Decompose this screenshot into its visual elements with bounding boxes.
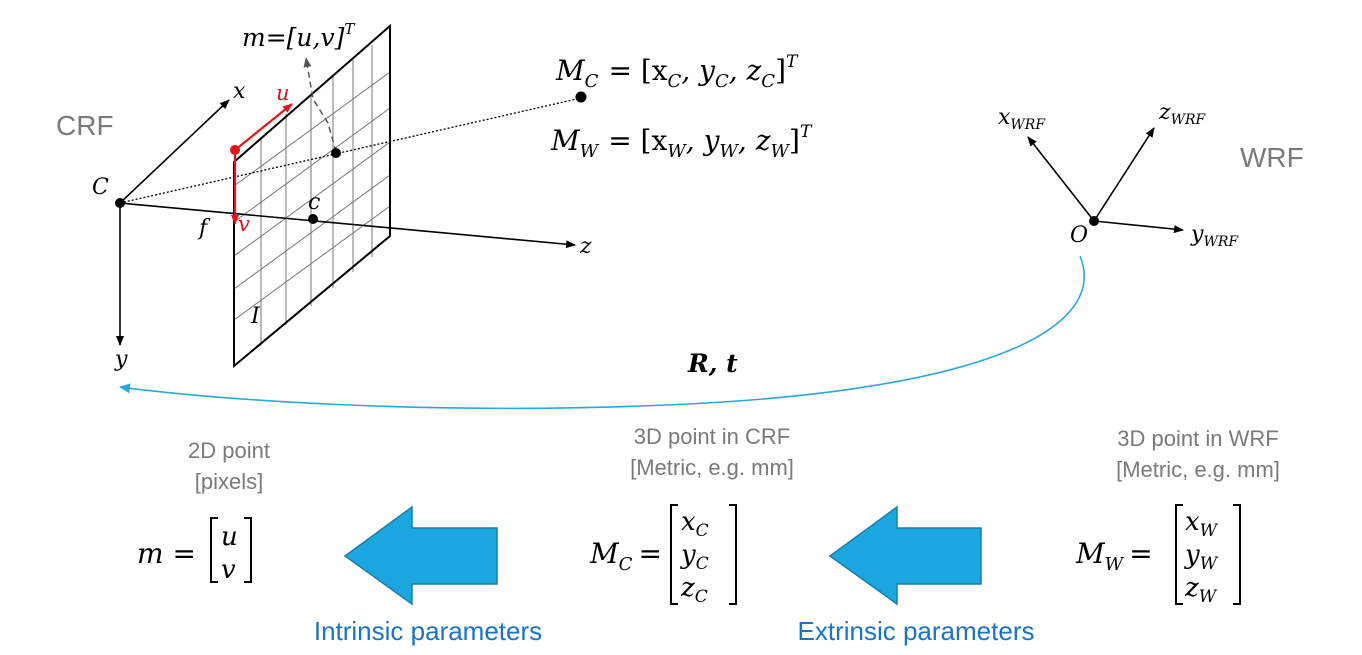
wrf-label: WRF (1240, 142, 1304, 173)
wrf-x-axis (1027, 136, 1095, 222)
mw-vector-x: xW (1185, 507, 1219, 541)
camera-center-point (115, 198, 125, 208)
wrf-z-axis (1093, 127, 1155, 222)
mc-vector-bracket-right (729, 504, 737, 605)
world-point (575, 91, 587, 103)
m-vector-bracket-right (244, 517, 252, 583)
mc-vector-lhs: MC= (589, 537, 662, 575)
mw-definition: MW= [xW, yW, zW]T (550, 122, 813, 162)
col3-title-line1: 3D point in WRF (1117, 426, 1278, 451)
image-label: I (250, 304, 261, 329)
extrinsic-arrow (828, 505, 982, 606)
m-vector-bracket-left (210, 517, 218, 583)
u-label: u (276, 81, 290, 105)
m-vector-u: u (221, 522, 238, 552)
image-plane (233, 45, 391, 346)
m-point-label: m=[u,v]T (242, 20, 355, 52)
v-label: v (238, 212, 250, 236)
y-axis-label: y (114, 347, 128, 372)
mw-vector-bracket-right (1233, 504, 1241, 605)
image-plane-border (233, 23, 391, 369)
rt-label: R, t (687, 349, 738, 378)
wrf-y-label: yWRF (1190, 222, 1239, 250)
mc-vector-y: yC (680, 540, 709, 574)
focal-length-label: f (197, 216, 211, 241)
mw-vector-y: yW (1184, 540, 1219, 574)
origin-o-label: O (1070, 223, 1088, 248)
col2-title-line2: [Metric, e.g. mm] (630, 455, 794, 480)
x-axis (119, 99, 230, 204)
m-vector-lhs: m = (137, 537, 196, 570)
principal-point-label: c (308, 190, 320, 215)
mc-vector-x: xC (681, 507, 709, 541)
col1-title-line1: 2D point (188, 438, 270, 463)
col1-title-line2: [pixels] (195, 469, 263, 494)
extrinsic-parameters-label: Extrinsic parameters (798, 616, 1035, 646)
mc-vector-bracket-left (670, 504, 678, 605)
wrf-y-axis (1093, 220, 1184, 234)
col3-title-line2: [Metric, e.g. mm] (1116, 457, 1280, 482)
mc-definition: MC= [xC, yC, zC]T (555, 52, 799, 92)
mw-vector-z: zW (1184, 573, 1218, 607)
camera-c-label: C (92, 175, 109, 200)
wrf-x-label: xWRF (998, 105, 1046, 133)
crf-label: CRF (56, 110, 114, 141)
projection-ray (119, 97, 582, 204)
mw-vector-lhs: MW= (1075, 537, 1153, 575)
m-leader (303, 57, 337, 153)
rt-transform-curve (119, 255, 1085, 410)
principal-point (308, 214, 318, 224)
x-axis-label: x (233, 79, 246, 104)
intrinsic-arrow (343, 505, 498, 606)
u-axis-arrow (234, 103, 293, 151)
wrf-z-label: zWRF (1158, 100, 1207, 128)
m-vector-v: v (221, 555, 236, 585)
mw-vector-bracket-left (1175, 504, 1183, 605)
projected-point (331, 148, 341, 158)
col2-title-line1: 3D point in CRF (634, 424, 791, 449)
intrinsic-parameters-label: Intrinsic parameters (314, 616, 542, 646)
image-origin-point (230, 145, 240, 155)
mc-vector-z: zC (680, 573, 708, 607)
z-axis-label: z (579, 234, 592, 259)
wrf-origin-point (1089, 216, 1099, 226)
z-axis (119, 202, 576, 249)
